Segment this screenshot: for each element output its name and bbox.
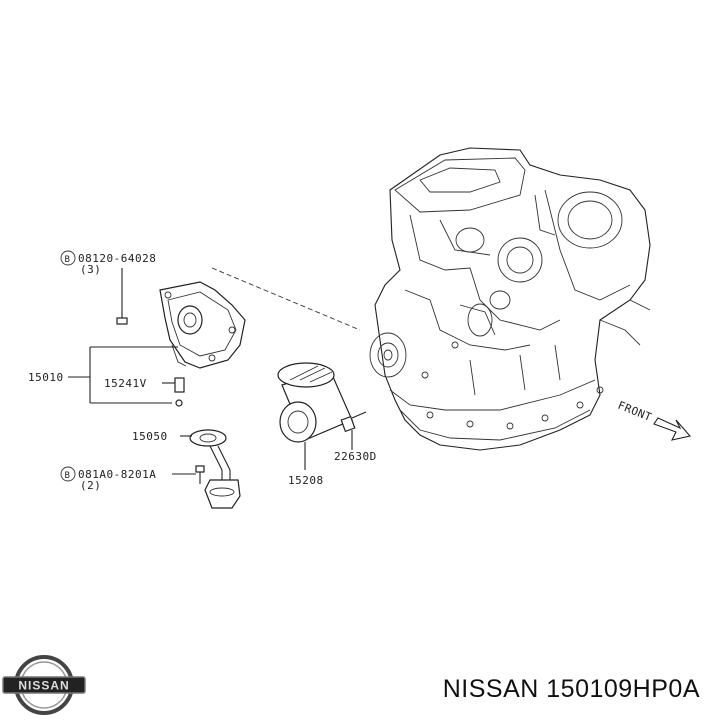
label-bolt-top: 08120-64028 bbox=[78, 252, 156, 265]
label-relief-valve: 15241V bbox=[104, 377, 147, 390]
svg-text:B: B bbox=[65, 471, 71, 481]
nissan-logo-text: NISSAN bbox=[18, 679, 69, 693]
front-arrow-icon bbox=[653, 417, 692, 441]
oil-strainer bbox=[189, 429, 241, 509]
oil-pressure-sensor bbox=[340, 411, 367, 433]
oil-filter bbox=[277, 362, 353, 443]
strainer-bolt bbox=[195, 465, 205, 484]
engine-block bbox=[369, 147, 651, 451]
label-sensor: 22630D bbox=[334, 450, 377, 463]
part-number-title: NISSAN 150109HP0A bbox=[442, 675, 700, 703]
label-bolt-top-qty: (3) bbox=[80, 263, 101, 276]
label-filter: 15208 bbox=[288, 474, 324, 487]
label-bolt-bottom-qty: (2) bbox=[80, 479, 101, 492]
pump-mount-leader bbox=[211, 267, 361, 331]
callout-bolt-bottom: B 081A0-8201A (2) bbox=[60, 466, 156, 492]
label-pump: 15010 bbox=[28, 371, 64, 384]
label-bolt-bottom: 081A0-8201A bbox=[78, 468, 156, 481]
leader-lines bbox=[68, 268, 353, 475]
label-front: FRONT bbox=[616, 399, 654, 424]
svg-text:B: B bbox=[65, 255, 71, 265]
nissan-logo: NISSAN bbox=[2, 655, 86, 715]
oil-pump bbox=[159, 281, 246, 369]
relief-valve bbox=[174, 377, 185, 407]
front-direction: FRONT bbox=[616, 399, 692, 441]
pump-bolt-upper bbox=[116, 300, 128, 325]
label-strainer: 15050 bbox=[132, 430, 168, 443]
callout-bolt-top: B 08120-64028 (3) bbox=[60, 250, 156, 276]
